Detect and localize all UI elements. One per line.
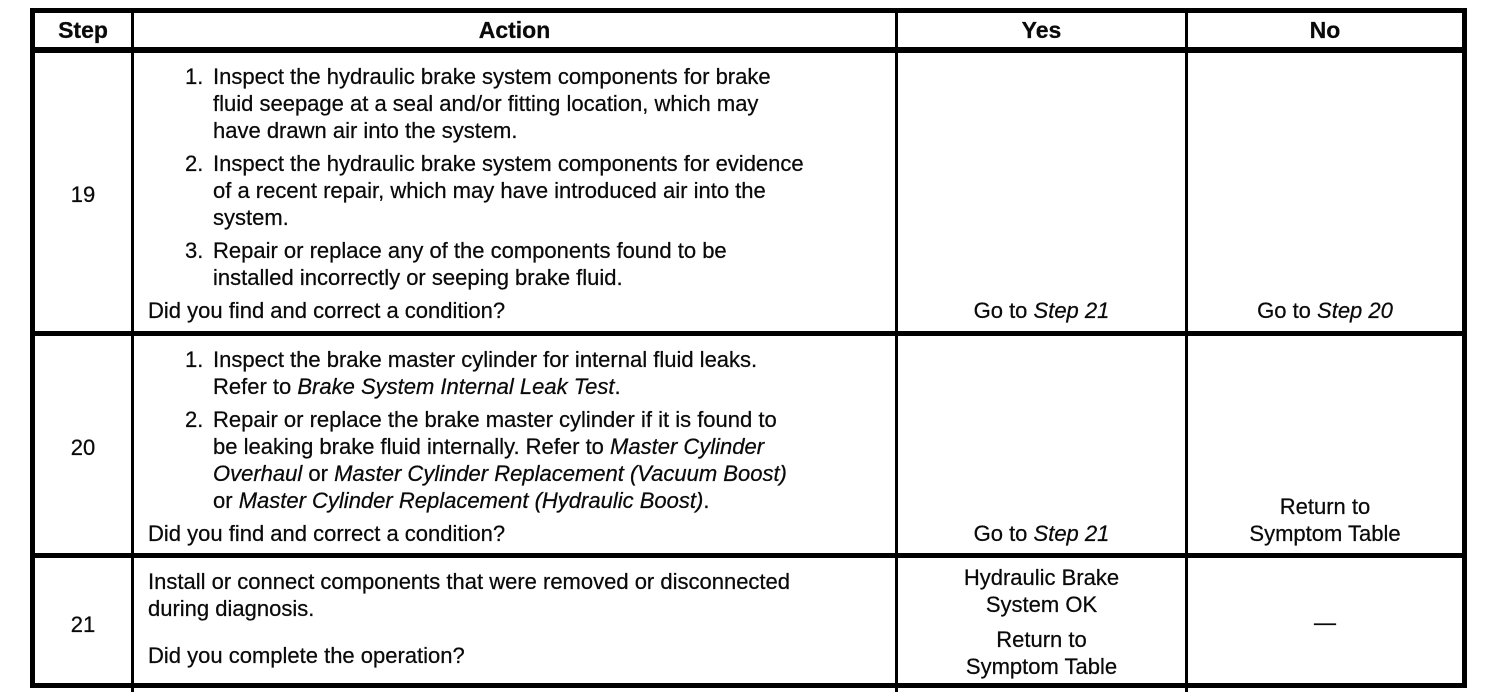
step-number-19: 19: [70, 181, 96, 207]
item-text-plain: .: [703, 488, 710, 513]
column-header-step: Step: [58, 16, 108, 43]
item-text-plain: Inspect the brake master cylinder for in…: [213, 347, 758, 399]
diagnostic-table: Step Action Yes No 19 1. Inspect the hyd…: [30, 8, 1467, 692]
item-number: 1.: [185, 64, 204, 89]
table-row-step-21: 21 Install or connect components that we…: [35, 553, 1462, 692]
action-item-2: 2. Inspect the hydraulic brake system co…: [148, 150, 887, 231]
goto-prefix: Go to: [1257, 298, 1318, 323]
goto-step-ref: Step 21: [1033, 298, 1110, 323]
question-text-21: Did you complete the operation?: [148, 643, 465, 668]
action-item-1: 1. Inspect the brake master cylinder for…: [148, 346, 887, 400]
table-row-step-19: 19 1. Inspect the hydraulic brake system…: [35, 53, 1462, 336]
column-header-yes: Yes: [895, 13, 1185, 47]
document-page: Step Action Yes No 19 1. Inspect the hyd…: [0, 8, 1504, 700]
result-system-ok: Hydraulic Brake System OK: [963, 565, 1120, 617]
item-number: 2.: [185, 151, 204, 176]
item-text-plain: Repair or replace the brake master cylin…: [213, 407, 777, 459]
em-dash: —: [1314, 609, 1336, 635]
item-number: 2.: [185, 407, 204, 432]
return-to-symptom-table: Return to Symptom Table: [1249, 494, 1401, 546]
no-cell-20: Return to Symptom Table: [1185, 336, 1462, 559]
question-text-19: Did you find and correct a condition?: [148, 298, 506, 323]
goto-step-20: Go to Step 20: [1257, 297, 1393, 324]
item-text: Repair or replace any of the components …: [213, 238, 727, 290]
action-cell-21: Install or connect components that were …: [131, 558, 895, 692]
goto-prefix: Go to: [973, 521, 1034, 546]
item-text-plain: or: [302, 461, 335, 486]
procedure-reference: Master Cylinder Replacement (Vacuum Boos…: [334, 461, 787, 486]
item-number: 1.: [185, 347, 204, 372]
goto-step-21: Go to Step 21: [973, 520, 1110, 547]
goto-step-ref: Step 20: [1317, 298, 1393, 323]
procedure-reference: Master Cylinder Replacement (Hydraulic B…: [238, 488, 704, 513]
no-cell-21: —: [1185, 558, 1462, 692]
item-text: Repair or replace the brake master cylin…: [213, 406, 787, 514]
item-text: Inspect the hydraulic brake system compo…: [213, 64, 771, 143]
table-row-step-20: 20 1. Inspect the brake master cylinder …: [35, 331, 1462, 559]
yes-cell-20: Go to Step 21: [895, 336, 1185, 559]
header-row: Step Action Yes No: [35, 13, 1462, 53]
column-header-no: No: [1185, 13, 1462, 47]
action-text: Install or connect components that were …: [148, 569, 791, 621]
step-number-20: 20: [70, 434, 96, 460]
goto-step-ref: Step 21: [1033, 521, 1110, 546]
column-header-action: Action: [131, 13, 895, 47]
yes-cell-19: Go to Step 21: [895, 53, 1185, 336]
action-item-3: 3. Repair or replace any of the componen…: [148, 237, 887, 291]
item-text-plain: or: [213, 488, 233, 513]
question-text-20: Did you find and correct a condition?: [148, 521, 506, 546]
procedure-reference: Brake System Internal Leak Test: [297, 374, 615, 399]
item-text: Inspect the hydraulic brake system compo…: [213, 151, 804, 230]
item-number: 3.: [185, 238, 204, 263]
procedure-reference: Master Cylinder Overhaul: [213, 434, 765, 486]
yes-cell-21: Hydraulic Brake System OK Return to Symp…: [895, 558, 1185, 692]
item-text-plain: .: [614, 374, 621, 399]
goto-prefix: Go to: [973, 298, 1034, 323]
return-to-symptom-table: Return to Symptom Table: [965, 627, 1118, 679]
goto-step-21: Go to Step 21: [973, 297, 1110, 324]
step-number-21: 21: [70, 612, 96, 637]
action-item-1: 1. Inspect the hydraulic brake system co…: [148, 63, 887, 144]
action-item-2: 2. Repair or replace the brake master cy…: [148, 406, 887, 514]
action-cell-20: 1. Inspect the brake master cylinder for…: [131, 336, 895, 559]
item-text: Inspect the brake master cylinder for in…: [213, 346, 757, 400]
action-cell-19: 1. Inspect the hydraulic brake system co…: [131, 53, 895, 336]
no-cell-19: Go to Step 20: [1185, 53, 1462, 336]
